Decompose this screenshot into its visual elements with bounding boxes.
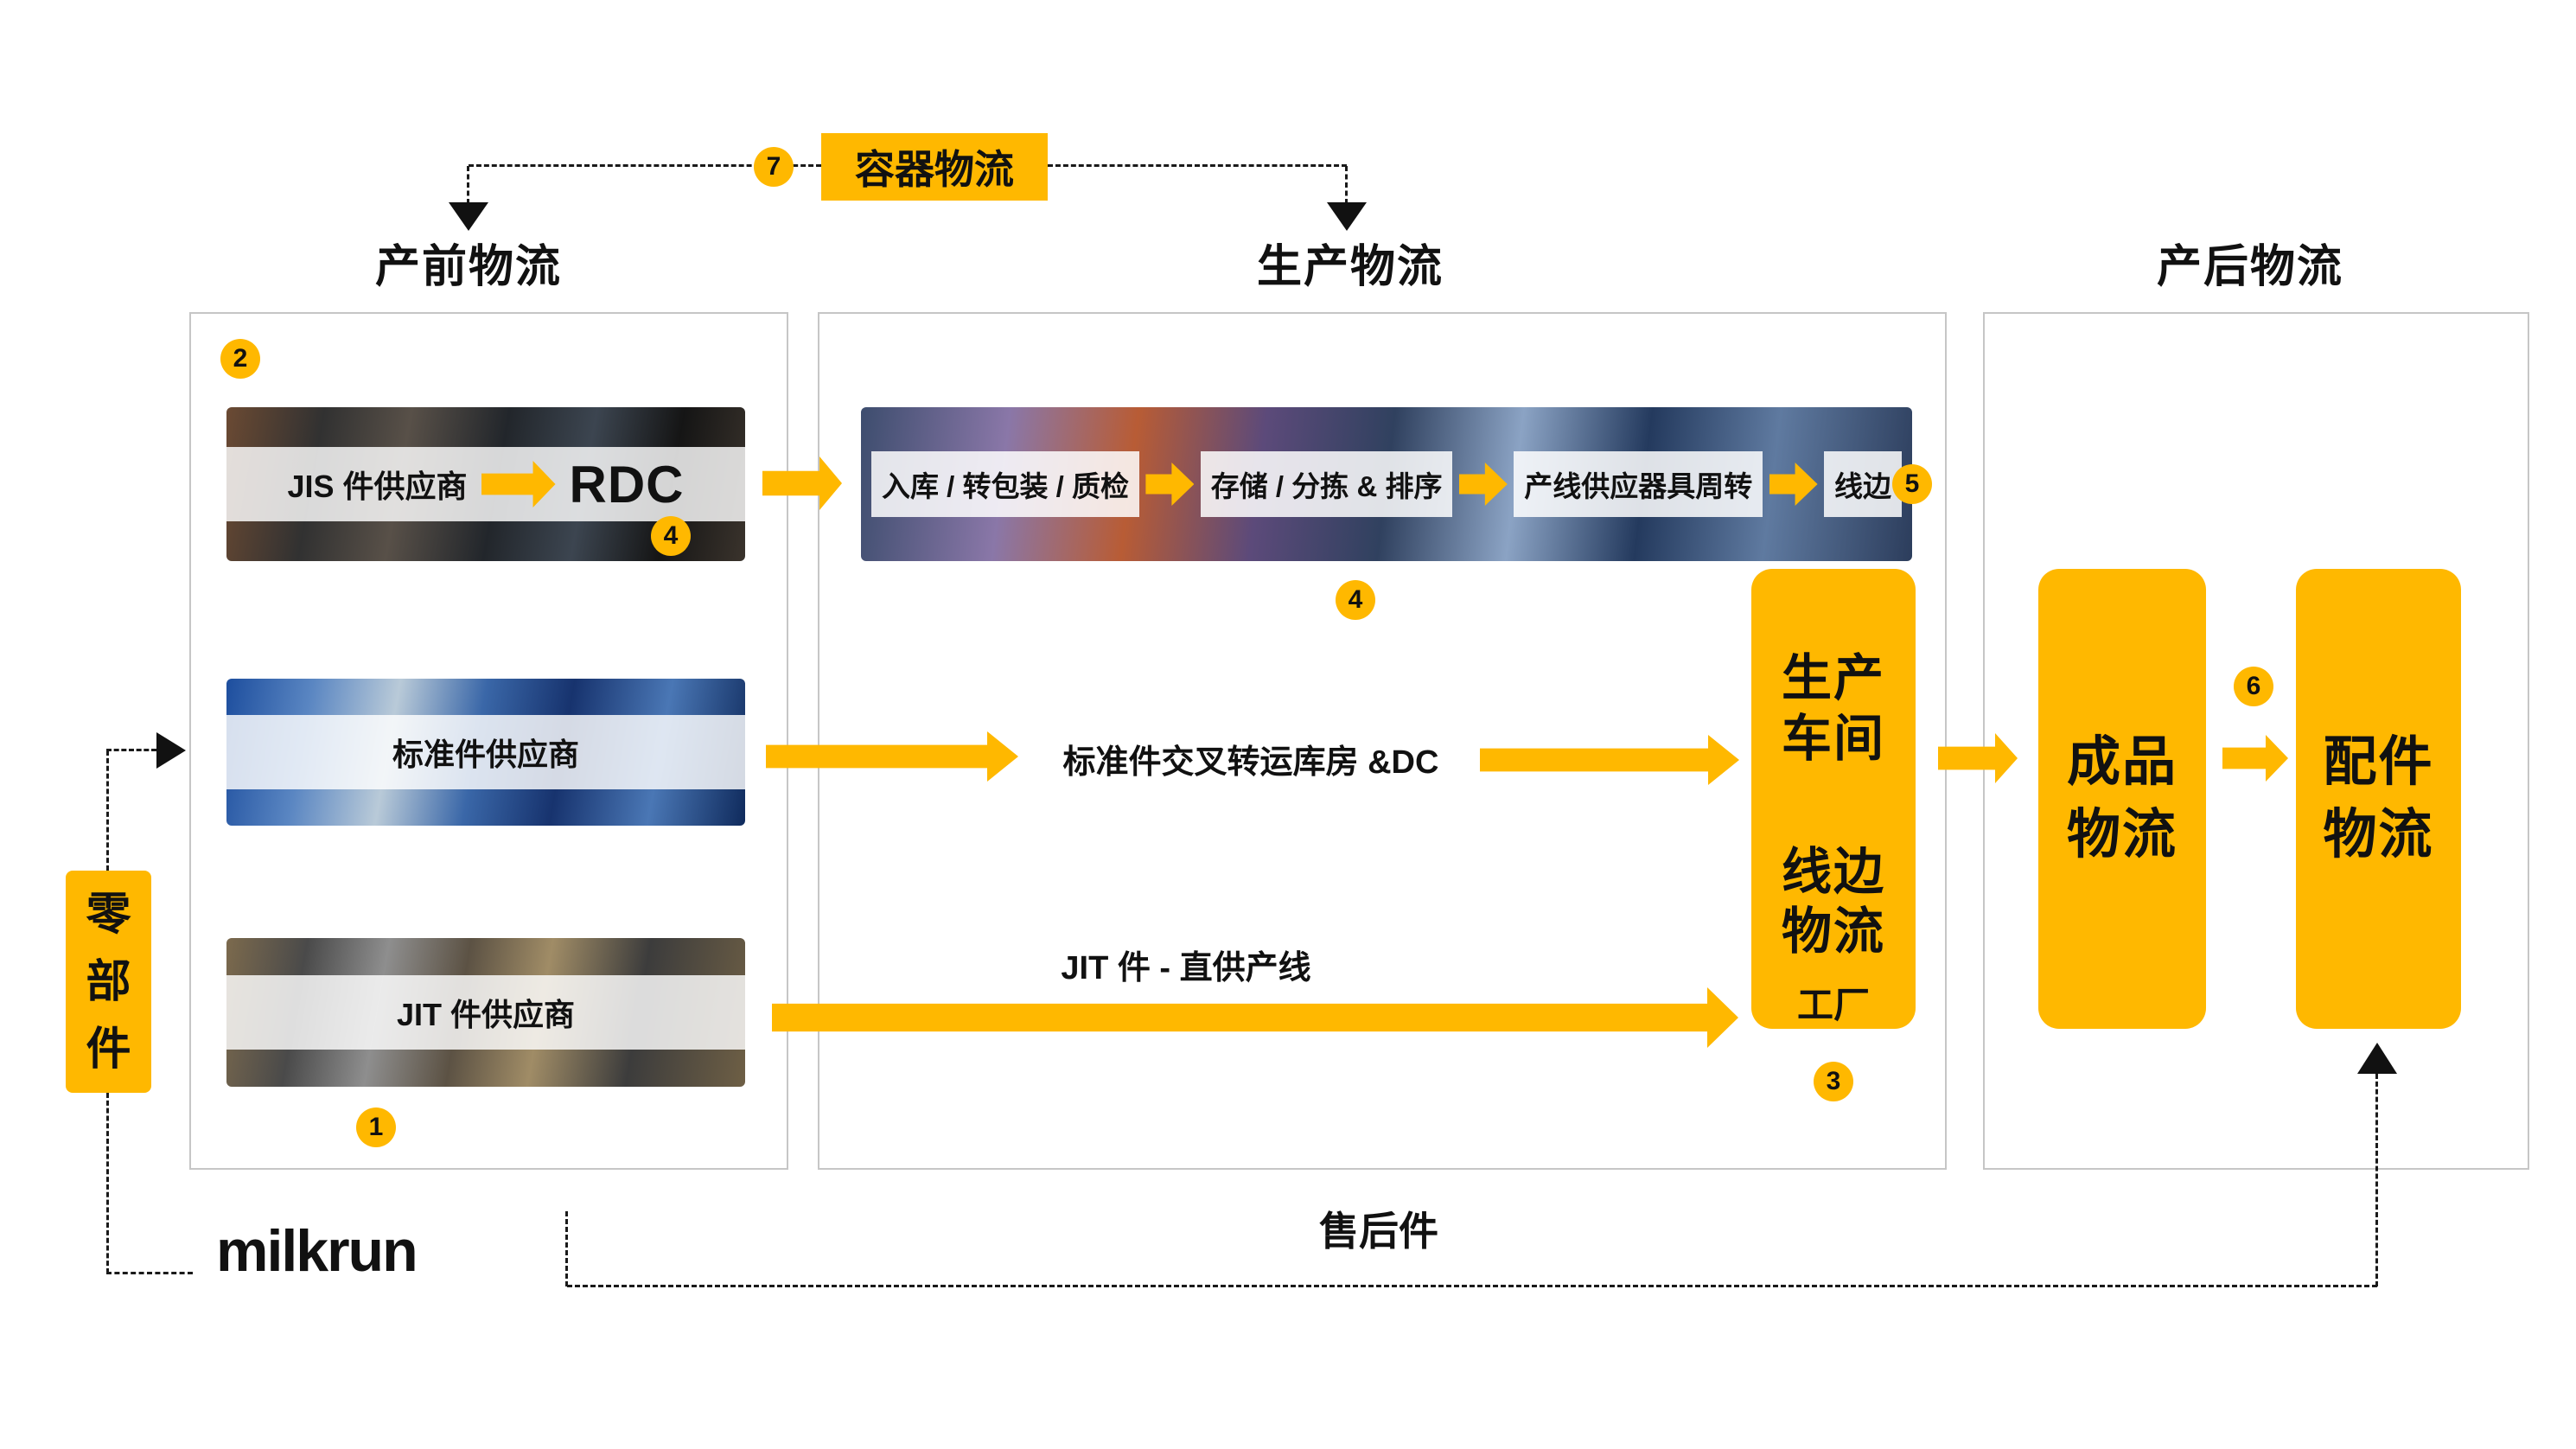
components-line3: 件 bbox=[86, 1024, 131, 1075]
production-workshop-box: 生产 车间 线边 物流 工厂 bbox=[1751, 569, 1916, 1029]
jis-to-rdc-arrow bbox=[481, 461, 556, 507]
arrowhead-down-production bbox=[1327, 202, 1367, 231]
badge-6: 6 bbox=[2234, 667, 2273, 706]
finished-goods-line2: 物流 bbox=[2066, 805, 2177, 865]
container-dashed-drop-right bbox=[1345, 166, 1348, 204]
standard-flow-label: 标准件交叉转运库房 &DC bbox=[1062, 744, 1439, 781]
aftersales-dashed-line bbox=[567, 1285, 2377, 1287]
badge-5: 5 bbox=[1892, 464, 1932, 504]
components-dashed-down bbox=[106, 1093, 109, 1273]
workshop-subtitle-line1: 线边 bbox=[1781, 843, 1885, 900]
section-header-production: 生产物流 bbox=[1256, 242, 1444, 292]
jis-supplier-photo: JIS 件供应商 RDC 4 bbox=[226, 407, 745, 561]
jis-supplier-band: JIS 件供应商 RDC bbox=[226, 447, 745, 521]
production-panel: 入库 / 转包装 / 质检 存储 / 分拣 & 排序 产线供应器具周转 线边 5… bbox=[818, 312, 1947, 1170]
jit-supplier-label: JIT 件供应商 bbox=[396, 997, 576, 1032]
step-arrow-1 bbox=[1145, 463, 1194, 506]
jit-supplier-band: JIT 件供应商 bbox=[226, 975, 745, 1050]
section-header-post: 产后物流 bbox=[2156, 242, 2343, 292]
container-dashed-line-right bbox=[1048, 164, 1347, 167]
step-lineside: 线边 bbox=[1823, 451, 1902, 517]
components-line1: 零 bbox=[86, 889, 131, 940]
workshop-footnote: 工厂 bbox=[1796, 985, 1870, 1025]
step-inbound: 入库 / 转包装 / 质检 bbox=[871, 451, 1140, 517]
badge-1: 1 bbox=[356, 1107, 396, 1147]
components-dashed-to-milkrun bbox=[106, 1272, 193, 1274]
inbound-process-strip: 入库 / 转包装 / 质检 存储 / 分拣 & 排序 产线供应器具周转 线边 5 bbox=[861, 407, 1932, 561]
step-line-supply: 产线供应器具周转 bbox=[1514, 451, 1763, 517]
pre-production-panel: 2 JIS 件供应商 RDC 4 标准件供应商 JIT 件供应商 1 bbox=[189, 312, 788, 1170]
jit-supplier-photo: JIT 件供应商 bbox=[226, 938, 745, 1087]
step-arrow-2 bbox=[1459, 463, 1508, 506]
badge-2: 2 bbox=[220, 339, 260, 379]
badge-3: 3 bbox=[1814, 1062, 1853, 1101]
standard-supplier-band: 标准件供应商 bbox=[226, 715, 745, 789]
aftersales-label: 售后件 bbox=[1319, 1209, 1438, 1254]
standard-supplier-photo: 标准件供应商 bbox=[226, 679, 745, 826]
components-dashed-across bbox=[106, 749, 156, 751]
finished-to-parts-arrow bbox=[2222, 735, 2288, 782]
components-dashed-up bbox=[106, 750, 109, 871]
jis-supplier-label: JIS 件供应商 bbox=[287, 469, 468, 504]
finished-goods-line1: 成品 bbox=[2066, 732, 2177, 793]
arrowhead-down-pre bbox=[449, 202, 488, 231]
step-arrow-3 bbox=[1769, 463, 1818, 506]
spare-parts-box: 配件 物流 bbox=[2296, 569, 2461, 1029]
section-header-pre: 产前物流 bbox=[374, 242, 562, 292]
arrowhead-right-components bbox=[156, 732, 186, 769]
spare-parts-line1: 配件 bbox=[2323, 732, 2434, 793]
jit-flow-label: JIT 件 - 直供产线 bbox=[1061, 950, 1311, 986]
aftersales-dashed-start bbox=[565, 1211, 568, 1286]
milkrun-logo: milkrun bbox=[216, 1218, 418, 1284]
process-steps-row: 入库 / 转包装 / 质检 存储 / 分拣 & 排序 产线供应器具周转 线边 bbox=[861, 407, 1912, 561]
badge-7: 7 bbox=[754, 147, 794, 187]
container-dashed-line-left bbox=[469, 164, 821, 167]
rdc-label: RDC bbox=[569, 455, 685, 514]
post-production-panel: 成品 物流 6 配件 物流 bbox=[1983, 312, 2529, 1170]
components-line2: 部 bbox=[86, 956, 131, 1007]
workshop-subtitle-line2: 物流 bbox=[1781, 903, 1885, 961]
spare-parts-line2: 物流 bbox=[2323, 805, 2434, 865]
standard-flow-arrow-right bbox=[1480, 735, 1739, 785]
container-dashed-drop-left bbox=[467, 166, 469, 204]
arrowhead-up-spare-parts bbox=[2357, 1043, 2397, 1074]
components-box: 零 部 件 bbox=[66, 871, 151, 1093]
container-logistics-label: 容器物流 bbox=[821, 133, 1048, 201]
standard-supplier-label: 标准件供应商 bbox=[392, 737, 579, 772]
aftersales-dashed-up bbox=[2375, 1074, 2378, 1286]
workshop-title-line1: 生产 bbox=[1781, 650, 1885, 706]
step-storage: 存储 / 分拣 & 排序 bbox=[1200, 451, 1453, 517]
badge-4-rdc: 4 bbox=[651, 516, 691, 556]
workshop-title-line2: 车间 bbox=[1781, 710, 1885, 767]
badge-4-strip: 4 bbox=[1336, 580, 1375, 620]
finished-goods-box: 成品 物流 bbox=[2038, 569, 2206, 1029]
